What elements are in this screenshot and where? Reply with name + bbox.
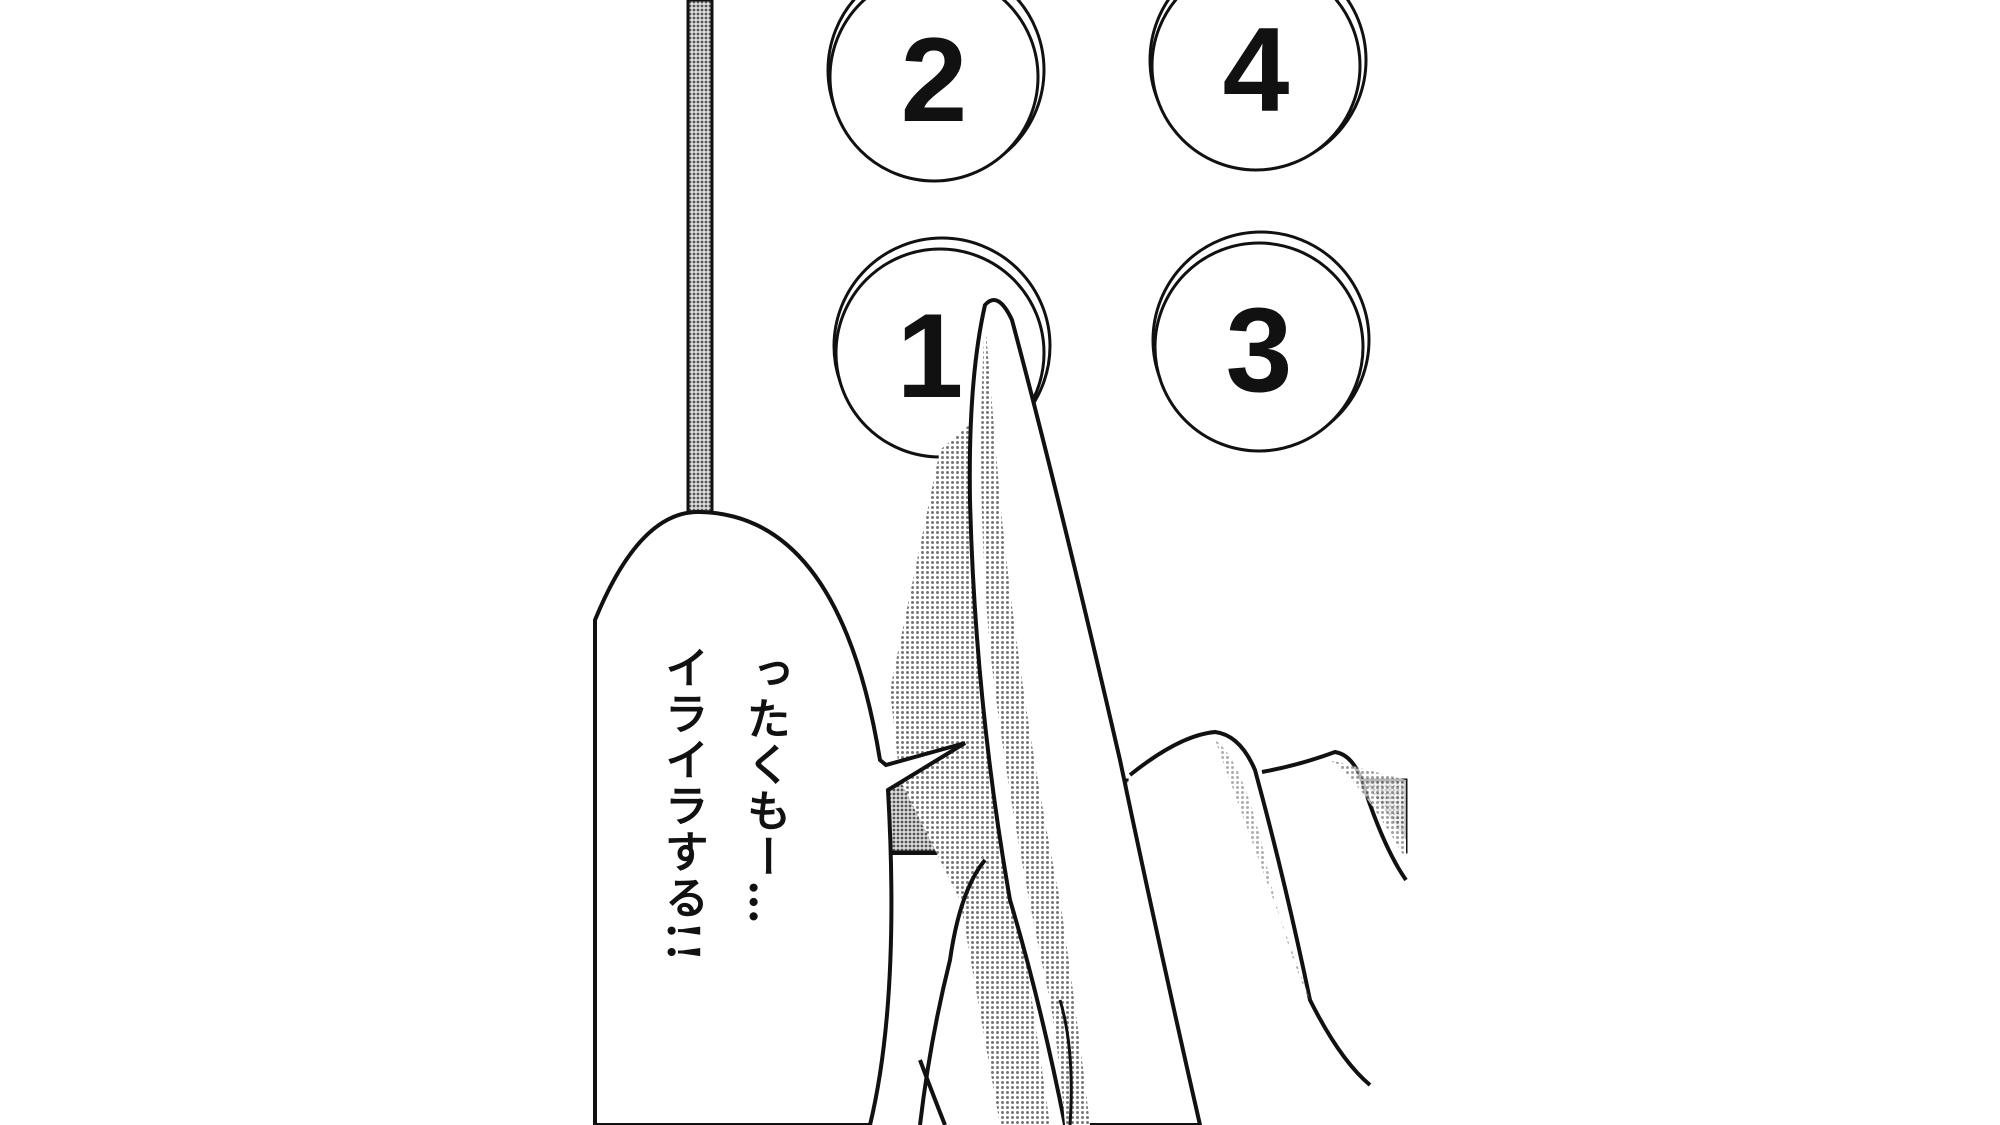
speech-line-2: イライラする!! xyxy=(657,645,708,964)
elevator-button-2[interactable]: 2 xyxy=(826,0,1046,183)
speech-line-1: ったくもー… xyxy=(739,650,790,926)
button-label: 2 xyxy=(901,13,968,147)
button-label: 4 xyxy=(1223,3,1290,137)
button-label: 3 xyxy=(1226,283,1293,417)
finger-shadow xyxy=(890,420,1050,1125)
door-rail xyxy=(686,0,714,514)
button-label: 1 xyxy=(897,289,964,423)
elevator-button-4[interactable]: 4 xyxy=(1148,0,1368,172)
speech-bubble xyxy=(593,509,967,1125)
elevator-button-3[interactable]: 3 xyxy=(1151,230,1371,453)
